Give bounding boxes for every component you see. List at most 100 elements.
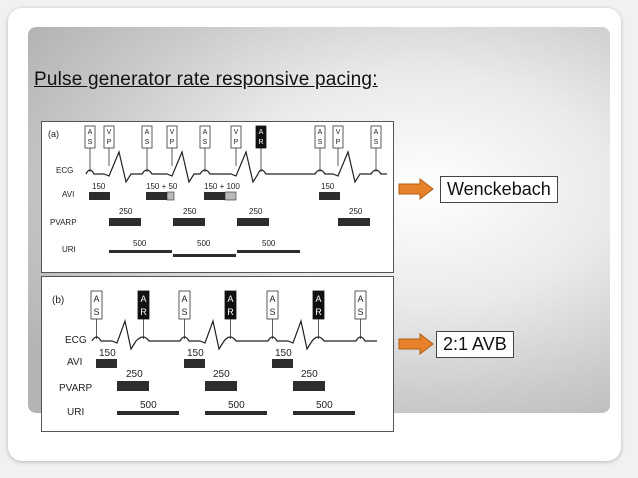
diagram-a-uri-value-3: 500 (262, 239, 276, 248)
diagram-a-marker-6-top: V (234, 129, 239, 136)
slide-title: Pulse generator rate responsive pacing: (34, 69, 378, 90)
diagram-a-pvarp-value-1: 250 (119, 207, 133, 216)
diagram-a-marker-10-top: A (374, 129, 379, 136)
diagram-b-marker-3-bottom: S (181, 307, 187, 317)
diagram-a-event-marker-5: AS (199, 125, 211, 149)
wenckebach-label: Wenckebach (440, 176, 558, 203)
diagram-b-marker-6-bottom: R (315, 307, 322, 317)
diagram-a-event-marker-7: AR (255, 125, 267, 149)
diagram-b-uri-value-3: 500 (316, 400, 333, 411)
diagram-a-ecg-label: ECG (56, 166, 73, 175)
diagram-a-svg: (a) ECG AVI PVARP URI AS VP AS VP AS VP … (48, 125, 387, 257)
diagram-a-marker-6-bottom: P (234, 139, 239, 146)
diagram-b-avi-bar-2 (184, 359, 205, 368)
diagram-b-avi-label: AVI (67, 357, 82, 368)
diagram-b-uri-bar-2 (205, 411, 267, 415)
diagram-a-event-marker-2: VP (103, 125, 115, 149)
diagram-a-marker-5-top: A (203, 129, 208, 136)
diagram-a-ecg-trace (85, 150, 387, 184)
diagram-a-marker-8-top: A (318, 129, 323, 136)
diagram-a-event-marker-10: AS (370, 125, 382, 149)
diagram-a-avi-bar-1 (89, 192, 110, 200)
diagram-b-pvarp-bar-2 (205, 381, 237, 391)
diagram-a-event-marker-6: VP (230, 125, 242, 149)
diagram-a-event-marker-3: AS (141, 125, 153, 149)
diagram-b-ecg-label: ECG (65, 335, 87, 346)
diagram-a-marker-3-top: A (145, 129, 150, 136)
diagram-a-marker-4-top: V (170, 129, 175, 136)
diagram-a-pvarp-bar-1 (109, 218, 141, 226)
diagram-b-panel-label: (b) (52, 295, 64, 306)
diagram-b-avi-value-2: 150 (187, 348, 204, 359)
arrow-right-icon-a (398, 178, 434, 200)
diagram-a-marker-1-top: A (88, 129, 93, 136)
diagram-b-event-marker-3: AS (178, 290, 191, 320)
diagram-a-pvarp-label: PVARP (50, 218, 77, 227)
diagram-a-marker-7-bottom: R (258, 139, 263, 146)
diagram-a-pvarp-value-3: 250 (249, 207, 263, 216)
diagram-a-uri-bar-3 (237, 250, 300, 253)
diagram-b-uri-value-1: 500 (140, 400, 157, 411)
diagram-b-marker-1-top: A (93, 294, 99, 304)
diagram-b-marker-4-bottom: R (227, 307, 234, 317)
diagram-b-pvarp-value-2: 250 (213, 369, 230, 380)
diagram-a-marker-8-bottom: S (318, 139, 323, 146)
diagram-a-pvarp-value-2: 250 (183, 207, 197, 216)
diagram-a-marker-4-bottom: P (170, 139, 175, 146)
diagram-a-marker-5-bottom: S (203, 139, 208, 146)
diagram-a-marker-7-top: A (259, 129, 264, 136)
diagram-a-uri-value-2: 500 (197, 239, 211, 248)
diagram-a-avi-bar-3 (204, 192, 225, 200)
diagram-b-marker-5-top: A (269, 294, 275, 304)
diagram-a-pvarp-bar-4 (338, 218, 370, 226)
diagram-a-pvarp-value-4: 250 (349, 207, 363, 216)
diagram-a-marker-2-top: V (107, 129, 112, 136)
diagram-b-event-marker-5: AS (266, 290, 279, 320)
av-block-label: 2:1 AVB (436, 331, 514, 358)
diagram-a-event-marker-1: AS (84, 125, 96, 149)
diagram-a-event-marker-9: VP (332, 125, 344, 149)
diagram-a-pvarp-bar-3 (237, 218, 269, 226)
diagram-a-marker-1-bottom: S (88, 139, 93, 146)
diagram-b-pvarp-label: PVARP (59, 383, 92, 394)
diagram-b-marker-7-bottom: S (357, 307, 363, 317)
diagram-b-marker-1-bottom: S (93, 307, 99, 317)
diagram-a-uri-bar-2 (173, 254, 236, 257)
diagram-b-marker-5-bottom: S (269, 307, 275, 317)
diagram-b-avi-value-1: 150 (99, 348, 116, 359)
diagram-b-pvarp-bar-3 (293, 381, 325, 391)
diagram-a-avi-value-3: 150 + 100 (204, 182, 240, 191)
diagram-b-marker-3-top: A (181, 294, 187, 304)
diagram-b-event-marker-4: AR (224, 290, 237, 320)
diagram-b-marker-4-top: A (227, 294, 233, 304)
diagram-a-event-marker-8: AS (314, 125, 326, 149)
diagram-b-marker-2-bottom: R (140, 307, 147, 317)
diagram-a-uri-value-1: 500 (133, 239, 147, 248)
diagram-a-avi-bar-4 (319, 192, 340, 200)
diagram-b-avi-bar-1 (96, 359, 117, 368)
diagram-b-avi-bar-3 (272, 359, 293, 368)
diagram-a-avi-bar-2 (146, 192, 167, 200)
diagram-b-event-marker-7: AS (354, 290, 367, 320)
diagram-b-marker-7-top: A (357, 294, 363, 304)
diagram-b-svg: (b) ECG AVI PVARP URI AS AR AS AR AS AR … (52, 290, 377, 418)
diagram-b-uri-label: URI (67, 407, 84, 418)
diagram-a-uri-label: URI (62, 245, 76, 254)
diagram-a-event-marker-4: VP (166, 125, 178, 149)
diagram-b-marker-2-top: A (140, 294, 146, 304)
diagram-b-marker-stems (96, 319, 361, 339)
diagram-a-avi-label: AVI (62, 190, 74, 199)
diagram-b-event-marker-6: AR (312, 290, 325, 320)
diagram-a-marker-stems (89, 148, 377, 172)
diagram-a-marker-3-bottom: S (145, 139, 150, 146)
diagram-b-event-marker-1: AS (90, 290, 103, 320)
diagram-a-avi-bar-2-extension (166, 191, 175, 201)
diagram-b-pvarp-bar-1 (117, 381, 149, 391)
diagram-b-avi-value-3: 150 (275, 348, 292, 359)
diagram-a-pvarp-bar-2 (173, 218, 205, 226)
arrow-right-icon-b (398, 333, 434, 355)
diagram-b-event-marker-2: AR (137, 290, 150, 320)
diagram-b-marker-6-top: A (315, 294, 321, 304)
